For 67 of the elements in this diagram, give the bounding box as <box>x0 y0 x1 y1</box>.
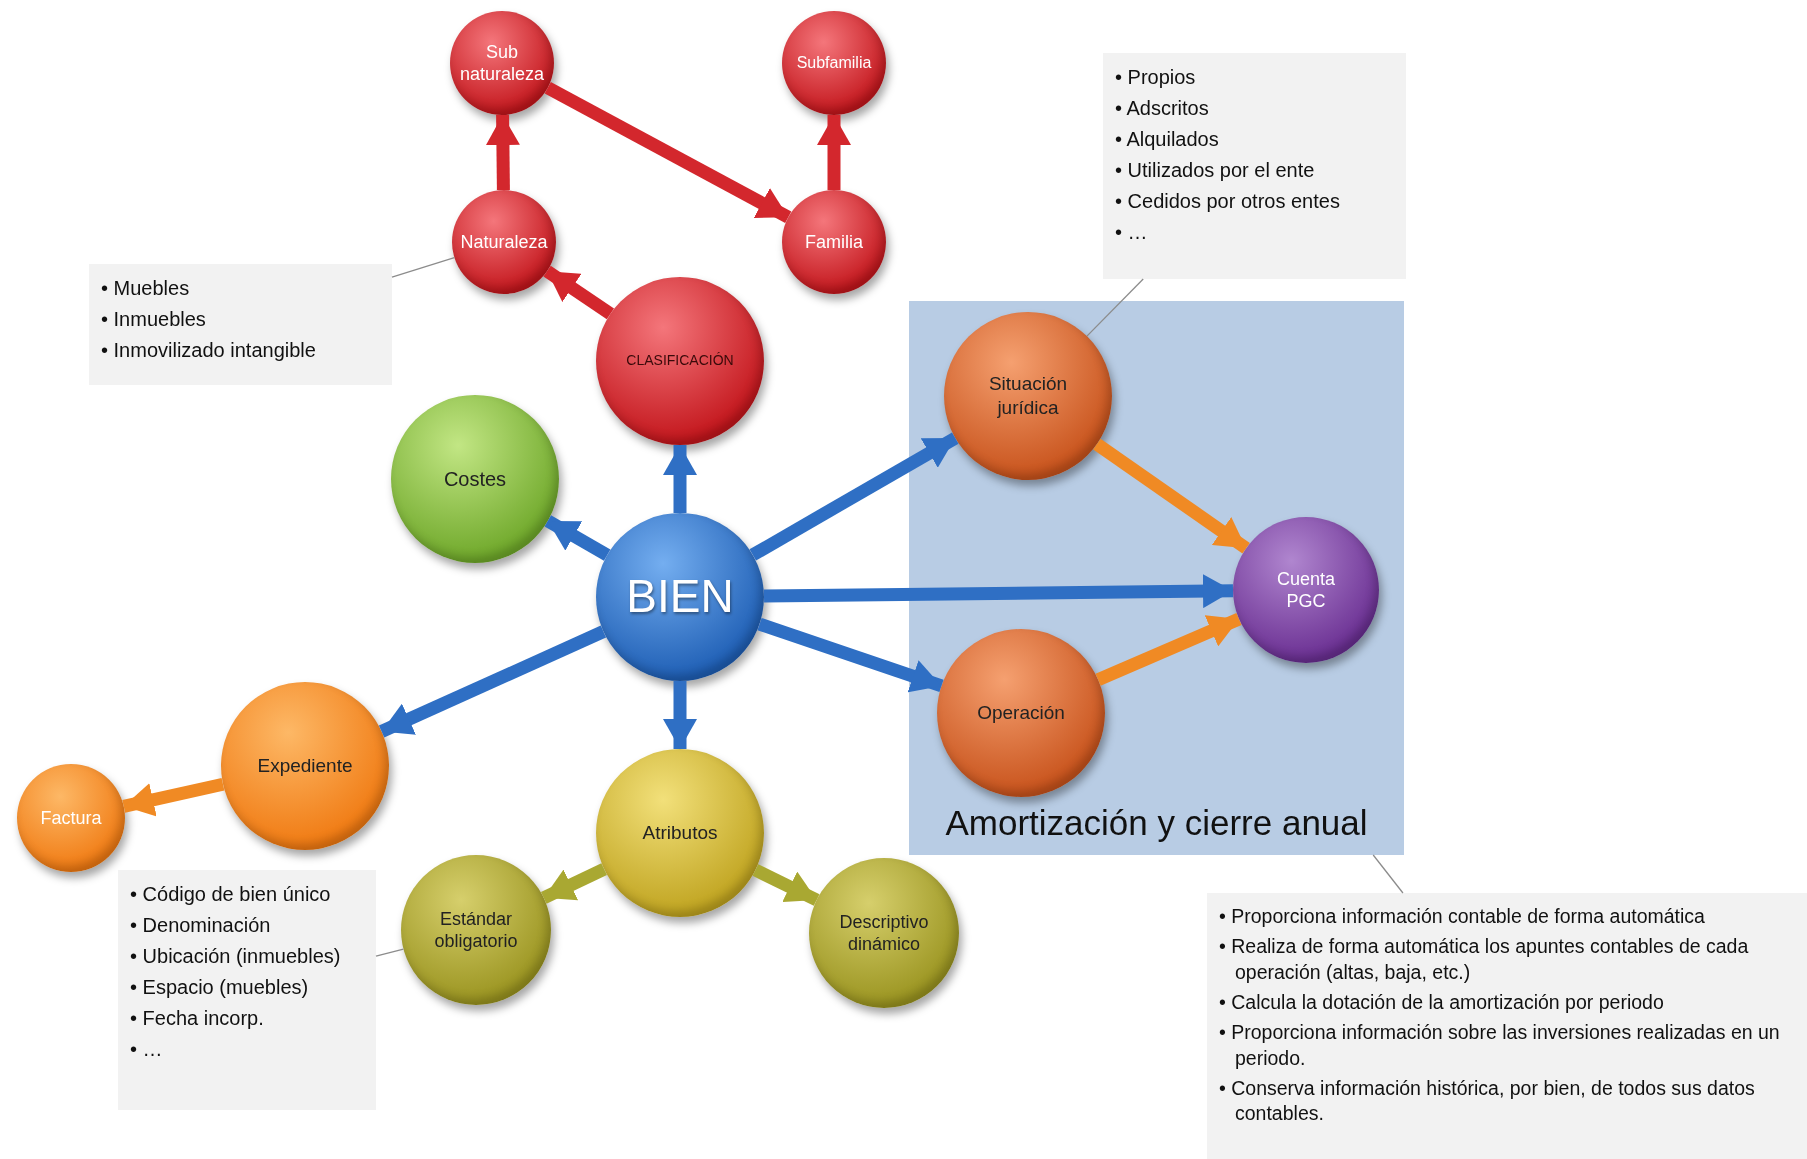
category-circle <box>452 190 556 294</box>
leader-line <box>1372 854 1404 894</box>
bullet-item: • Proporciona información sobre las inversiones realizadas en un periodo. <box>1219 1020 1781 1071</box>
category-circle <box>944 312 1112 480</box>
bullet-item: • Propios <box>1115 65 1197 90</box>
bullet-item: • Utilizados por el ente <box>1115 158 1316 183</box>
leader-line <box>1086 278 1144 337</box>
circle-label: Expediente <box>257 754 353 778</box>
note-box <box>1207 893 1807 1159</box>
block-arrow <box>663 445 697 513</box>
block-arrow <box>1093 438 1250 554</box>
circle-label: Sub naturaleza <box>458 40 546 86</box>
note-box <box>118 870 376 1110</box>
bullet-item: • Conserva información histórica, por bien, de todos sus datos contables. <box>1219 1076 1756 1127</box>
category-circle <box>782 190 886 294</box>
circle-label: Naturaleza <box>460 230 548 254</box>
note-box <box>89 264 392 385</box>
bullet-item: • Código de bien único <box>130 882 332 907</box>
section-panel <box>909 301 1404 855</box>
category-circle <box>17 764 125 872</box>
block-arrow <box>485 114 520 191</box>
circle-label: Atributos <box>642 821 718 845</box>
bullet-item: • Cedidos por otros entes <box>1115 189 1341 214</box>
circle-label: Costes <box>443 466 507 492</box>
block-arrow <box>763 574 1234 609</box>
panel-title: Amortización y cierre anual <box>944 803 1369 843</box>
block-arrow <box>663 681 697 749</box>
block-arrow <box>1095 612 1242 686</box>
circle-label: Situación jurídica <box>987 372 1069 420</box>
bullet-item: • Espacio (muebles) <box>130 975 310 1000</box>
block-arrow <box>378 625 607 738</box>
note-box <box>1103 53 1406 279</box>
leader-line <box>391 256 456 278</box>
bullet-item: • Fecha incorp. <box>130 1006 265 1031</box>
bullet-item: • … <box>130 1037 164 1062</box>
circle-label: Subfamilia <box>796 53 872 73</box>
bullet-item: • Proporciona información contable de forma automática <box>1219 904 1706 929</box>
category-circle <box>809 858 959 1008</box>
bullet-item: • Inmovilizado intangible <box>101 338 317 363</box>
leader-line <box>375 948 405 957</box>
circle-label: Familia <box>805 230 863 254</box>
bullet-item: • Inmuebles <box>101 307 207 332</box>
circle-label: CLASIFICACIÓN <box>626 352 734 370</box>
block-arrow <box>544 81 792 224</box>
category-circle <box>782 11 886 115</box>
block-arrow <box>752 864 820 906</box>
block-arrow <box>540 863 607 904</box>
bullet-item: • Ubicación (inmuebles) <box>130 944 342 969</box>
circle-label: BIEN <box>626 569 734 625</box>
block-arrow <box>122 777 225 817</box>
bullet-item: • Muebles <box>101 276 191 301</box>
bullet-item: • Denominación <box>130 913 272 938</box>
circle-label: Descriptivo dinámico <box>838 910 930 956</box>
circle-label: Cuenta PGC <box>1275 567 1336 613</box>
block-arrow <box>749 432 959 561</box>
circle-label: Operación <box>977 701 1065 725</box>
bullet-item: • Realiza de forma automática los apuntes contables de cada operación (altas, baja, etc.) <box>1219 934 1750 985</box>
bullet-item: • Alquilados <box>1115 127 1220 152</box>
bullet-item: • … <box>1115 220 1149 245</box>
block-arrow <box>757 617 944 693</box>
block-arrow <box>817 115 851 190</box>
category-circle <box>450 11 554 115</box>
bullet-item: • Calcula la dotación de la amortización por periodo <box>1219 990 1665 1016</box>
bullet-item: • Adscritos <box>1115 96 1210 121</box>
circle-label: Estándar obligatorio <box>433 907 519 953</box>
circle-label: Factura <box>40 806 102 830</box>
category-circle <box>1233 517 1379 663</box>
